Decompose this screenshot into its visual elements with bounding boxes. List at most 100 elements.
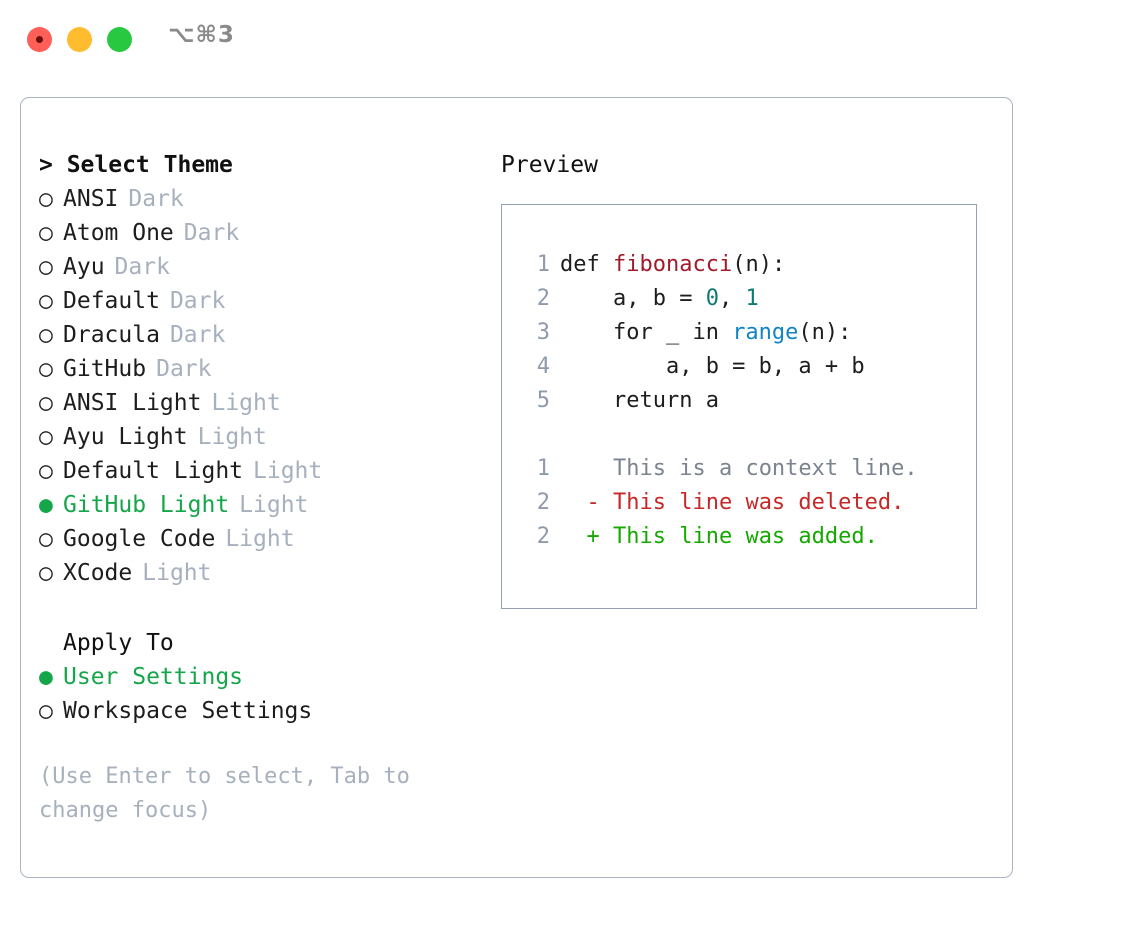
theme-option-variant: Light [211, 390, 281, 416]
code-token-plain: (n): [798, 320, 852, 345]
code-line-text: for _ in range(n): [560, 316, 851, 350]
code-token-num: 1 [745, 286, 759, 311]
apply-to-title: Apply To [63, 630, 174, 656]
code-token-num: 0 [705, 286, 719, 311]
code-line: 3 for _ in range(n): [520, 316, 976, 350]
radio-selected-icon: ● [39, 664, 53, 690]
theme-option-variant: Light [225, 526, 295, 552]
close-button[interactable] [27, 27, 52, 52]
theme-option-ayu[interactable]: ○ Ayu Dark [39, 250, 479, 284]
diff-line-text: This is a context line. [560, 452, 918, 486]
theme-option-ayu-light[interactable]: ○ Ayu Light Light [39, 420, 479, 454]
theme-option-label: Dracula [63, 322, 160, 348]
radio-selected-icon: ● [39, 492, 53, 518]
code-diff-spacer [520, 418, 976, 452]
theme-option-variant: Light [142, 560, 212, 586]
line-number: 3 [536, 320, 550, 345]
apply-to-section: Apply To ● User Settings ○ Workspace Settin… [39, 626, 479, 728]
apply-to-option-user-settings[interactable]: ● User Settings [39, 660, 479, 694]
code-token-fn: fibonacci [612, 252, 733, 277]
diff-text: This line was deleted. [599, 490, 905, 515]
diff-text: This is a context line. [599, 456, 918, 481]
code-line-text: a, b = 0, 1 [560, 282, 759, 316]
apply-to-option-label: User Settings [63, 664, 244, 690]
code-line-text: a, b = b, a + b [560, 350, 865, 384]
line-number: 2 [536, 286, 550, 311]
line-number: 4 [536, 354, 550, 379]
diff-text: This line was added. [599, 524, 878, 549]
select-theme-title: > Select Theme [39, 152, 233, 178]
code-token-plain: a, b = [560, 286, 706, 311]
theme-option-label: ANSI Light [63, 390, 202, 416]
title-bar: ⌥⌘3 [0, 0, 1140, 80]
line-number: 1 [536, 252, 550, 277]
diff-line-text: - This line was deleted. [560, 486, 904, 520]
diff-line-removed: 2 - This line was deleted. [520, 486, 976, 520]
theme-option-label: ANSI [63, 186, 119, 212]
apply-to-option-label: Workspace Settings [63, 698, 313, 724]
theme-option-variant: Dark [128, 186, 184, 212]
theme-option-ansi-light[interactable]: ○ ANSI Light Light [39, 386, 479, 420]
line-number: 1 [536, 456, 550, 481]
theme-option-label: Default [63, 288, 160, 314]
radio-unselected-icon: ○ [39, 356, 53, 382]
radio-unselected-icon: ○ [39, 186, 53, 212]
diff-sample: 1 This is a context line.2 - This line w… [520, 452, 976, 554]
radio-unselected-icon: ○ [39, 526, 53, 552]
keyboard-hint-text: (Use Enter to select, Tab to change focu… [39, 764, 410, 823]
theme-option-label: Ayu Light [63, 424, 188, 450]
diff-line-context: 1 This is a context line. [520, 452, 976, 486]
theme-option-label: Google Code [63, 526, 216, 552]
theme-option-google-code[interactable]: ○ Google Code Light [39, 522, 479, 556]
line-number: 2 [536, 490, 550, 515]
theme-option-ansi[interactable]: ○ ANSI Dark [39, 182, 479, 216]
theme-option-label: GitHub [63, 356, 147, 382]
theme-option-variant: Dark [114, 254, 170, 280]
theme-option-label: GitHub Light [63, 492, 230, 518]
line-number: 2 [536, 524, 550, 549]
code-line-text: def fibonacci(n): [560, 248, 785, 282]
theme-option-label: XCode [63, 560, 133, 586]
radio-unselected-icon: ○ [39, 698, 53, 724]
diff-marker: - [560, 490, 600, 515]
apply-to-option-workspace-settings[interactable]: ○ Workspace Settings [39, 694, 479, 728]
theme-option-default[interactable]: ○ Default Dark [39, 284, 479, 318]
traffic-lights [27, 27, 132, 52]
theme-option-label: Atom One [63, 220, 174, 246]
radio-unselected-icon: ○ [39, 288, 53, 314]
theme-option-variant: Light [197, 424, 267, 450]
diff-line-added: 2 + This line was added. [520, 520, 976, 554]
code-line-text: return a [560, 384, 719, 418]
minimize-button[interactable] [67, 27, 92, 52]
theme-option-variant: Dark [169, 288, 226, 314]
radio-unselected-icon: ○ [39, 390, 53, 416]
apply-to-option-list: ● User Settings ○ Workspace Settings [39, 660, 479, 728]
theme-option-label: Ayu [63, 254, 105, 280]
radio-unselected-icon: ○ [39, 424, 53, 450]
radio-unselected-icon: ○ [39, 254, 53, 280]
code-token-plain: def [560, 252, 613, 277]
code-line: 5 return a [520, 384, 976, 418]
code-token-plain: , [718, 286, 746, 311]
code-token-plain: for _ in [560, 320, 733, 345]
code-token-plain: a, b = b, a + b [560, 354, 865, 379]
code-token-plain: return a [560, 388, 719, 413]
theme-option-label: Default Light [63, 458, 244, 484]
radio-unselected-icon: ○ [39, 322, 53, 348]
diff-marker: + [560, 524, 600, 549]
zoom-button[interactable] [107, 27, 132, 52]
radio-unselected-icon: ○ [39, 458, 53, 484]
line-number: 5 [536, 388, 550, 413]
